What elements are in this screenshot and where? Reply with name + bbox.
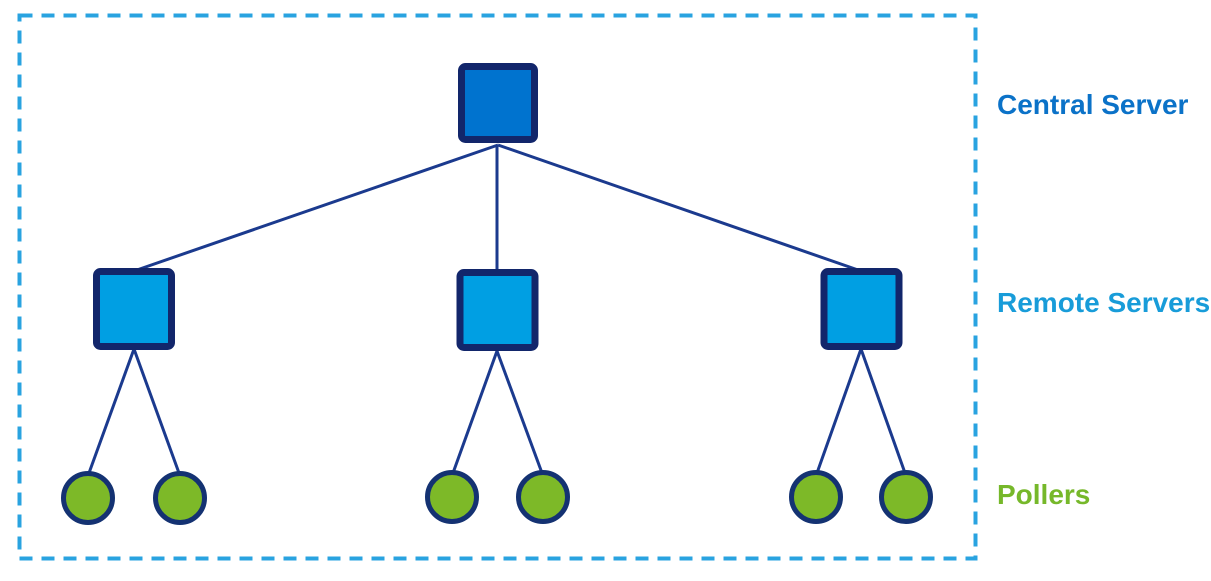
pollers-label: Pollers bbox=[997, 479, 1090, 510]
connector-line bbox=[859, 348, 907, 474]
central-server-label: Central Server bbox=[997, 89, 1189, 120]
poller-node bbox=[61, 471, 115, 525]
connector-lines-central-to-remote bbox=[133, 143, 862, 273]
connector-line bbox=[133, 143, 499, 273]
poller-node bbox=[153, 471, 207, 525]
central-server-node bbox=[458, 63, 538, 143]
connector-lines-remote-to-pollers bbox=[87, 348, 907, 474]
connector-line bbox=[497, 143, 862, 273]
remote-server-node bbox=[820, 268, 903, 350]
connector-line bbox=[495, 350, 544, 474]
poller-node bbox=[789, 470, 843, 524]
connector-line bbox=[815, 348, 863, 474]
poller-node bbox=[425, 470, 479, 524]
poller-node bbox=[516, 470, 570, 524]
remote-server-nodes bbox=[93, 268, 903, 351]
poller-node bbox=[879, 470, 933, 524]
poller-nodes bbox=[61, 470, 933, 525]
remote-servers-label: Remote Servers bbox=[997, 287, 1210, 318]
connector-line bbox=[132, 348, 181, 474]
remote-server-node bbox=[456, 269, 539, 351]
connector-line bbox=[451, 350, 499, 474]
remote-server-node bbox=[93, 268, 175, 350]
connector-line bbox=[87, 348, 136, 474]
